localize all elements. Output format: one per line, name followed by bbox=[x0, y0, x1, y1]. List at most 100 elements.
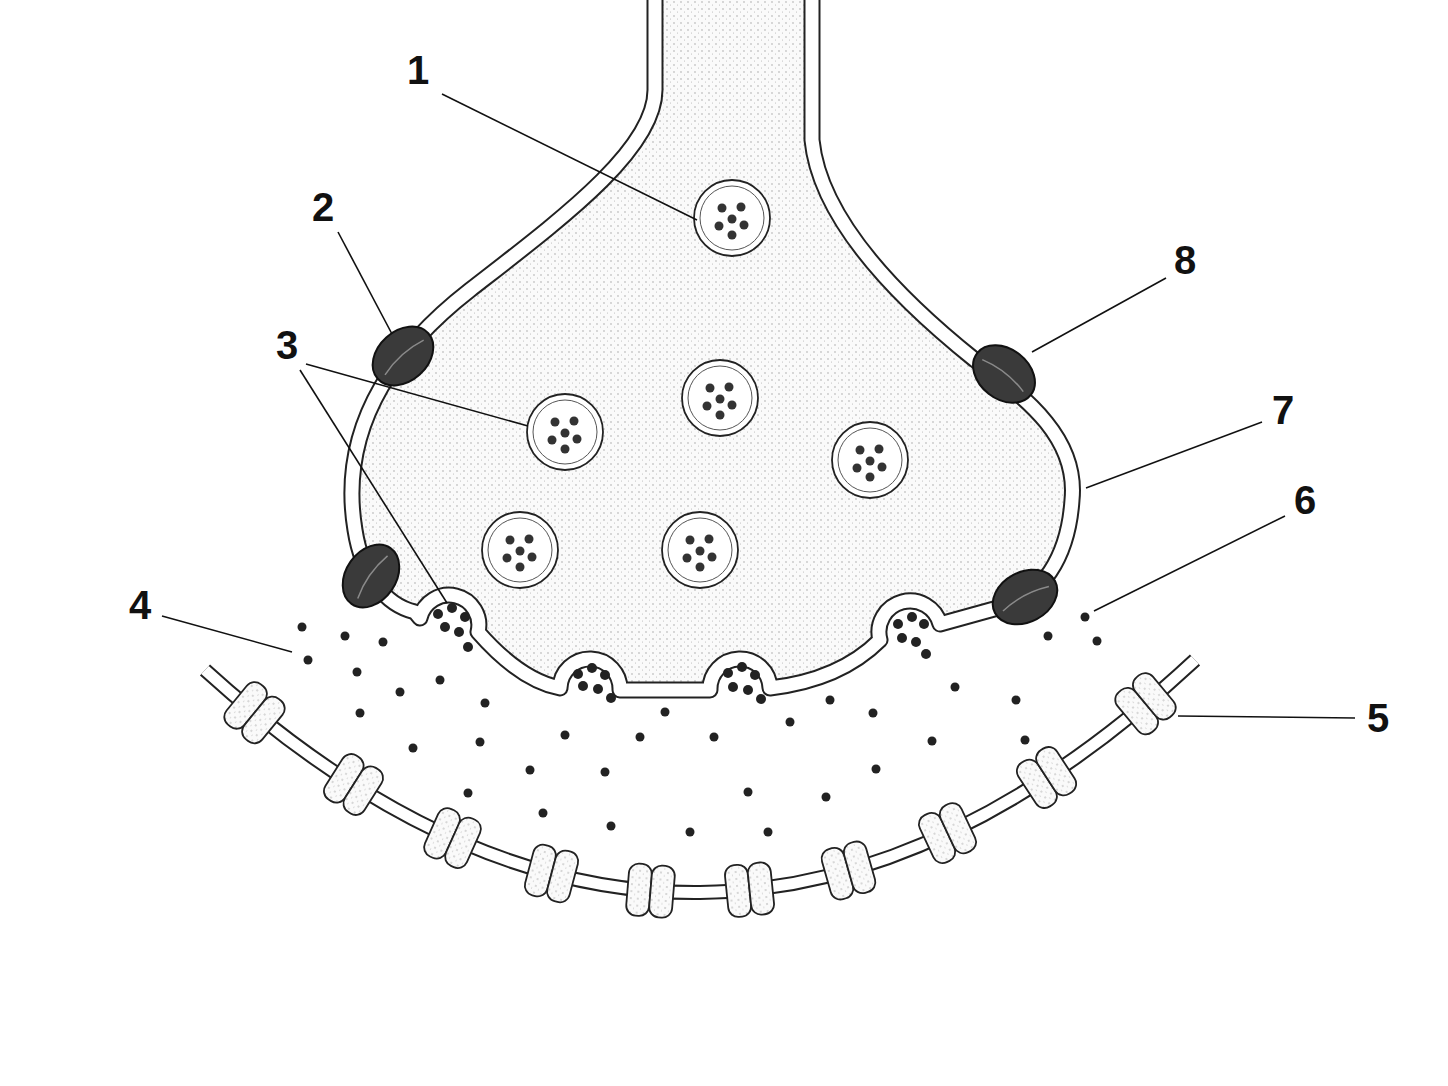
transmitter-dot bbox=[706, 384, 715, 393]
receptor-half bbox=[1032, 743, 1080, 799]
transmitter-dot bbox=[686, 828, 695, 837]
transmitter-dot bbox=[578, 681, 588, 691]
callout-number: 3 bbox=[276, 323, 298, 367]
transmitter-dot bbox=[921, 649, 931, 659]
transmitter-dot bbox=[725, 383, 734, 392]
leader-line bbox=[306, 364, 528, 426]
terminal-membrane-gap bbox=[352, 0, 1073, 690]
transmitter-dot bbox=[737, 203, 746, 212]
transmitter-dot bbox=[716, 395, 725, 404]
transmitter-dot bbox=[548, 436, 557, 445]
transmitter-dot bbox=[878, 463, 887, 472]
transmitter-dot bbox=[379, 638, 388, 647]
receptor bbox=[724, 862, 775, 918]
transmitter-dot bbox=[341, 632, 350, 641]
transmitter-dot bbox=[715, 222, 724, 231]
receptor bbox=[220, 678, 289, 747]
transmitter-dot bbox=[526, 766, 535, 775]
transmitter-dot bbox=[911, 637, 921, 647]
transmitter-dot bbox=[750, 670, 760, 680]
vesicle bbox=[832, 422, 908, 498]
vesicle bbox=[662, 512, 738, 588]
transmitter-dot bbox=[723, 668, 733, 678]
transmitter-dot bbox=[728, 682, 738, 692]
membrane-channel bbox=[983, 559, 1067, 635]
receptor-half bbox=[1129, 669, 1180, 724]
receptor-half bbox=[648, 865, 675, 919]
transmitter-dot bbox=[551, 418, 560, 427]
vesicle bbox=[527, 394, 603, 470]
transmitter-dot bbox=[593, 684, 603, 694]
transmitter-dot bbox=[463, 642, 473, 652]
leader-line bbox=[442, 94, 697, 220]
leader-line bbox=[1032, 278, 1166, 352]
transmitter-dot bbox=[869, 709, 878, 718]
transmitter-dot bbox=[718, 204, 727, 213]
transmitter-dot bbox=[433, 609, 443, 619]
transmitter-dot bbox=[409, 744, 418, 753]
transmitter-dot bbox=[866, 457, 875, 466]
vesicle-wall bbox=[700, 186, 764, 250]
callout-number: 7 bbox=[1272, 388, 1294, 432]
receptor-half bbox=[340, 763, 387, 819]
vesicle-wall bbox=[533, 400, 597, 464]
receptor-half bbox=[442, 814, 484, 871]
vesicle-wall bbox=[838, 428, 902, 492]
transmitter-dot bbox=[454, 627, 464, 637]
vesicle-wall bbox=[688, 366, 752, 430]
transmitter-dot bbox=[951, 683, 960, 692]
leader-line bbox=[338, 232, 392, 334]
membrane-channel bbox=[331, 534, 411, 618]
receptor bbox=[916, 800, 980, 867]
callout-number: 1 bbox=[407, 48, 429, 92]
transmitter-dot bbox=[304, 656, 313, 665]
transmitter-dot bbox=[606, 693, 616, 703]
channel-body bbox=[331, 534, 411, 618]
transmitter-dot bbox=[396, 688, 405, 697]
transmitter-dot bbox=[756, 694, 766, 704]
transmitter-dot bbox=[601, 768, 610, 777]
receptor-half bbox=[747, 862, 775, 916]
transmitter-dot bbox=[826, 696, 835, 705]
transmitter-dot bbox=[1081, 613, 1090, 622]
transmitter-dot bbox=[481, 699, 490, 708]
receptor bbox=[1013, 743, 1080, 812]
transmitter-dot bbox=[436, 676, 445, 685]
vesicle-wall bbox=[682, 360, 758, 436]
transmitter-dot bbox=[528, 553, 537, 562]
leader-line bbox=[1178, 716, 1355, 718]
transmitter-dot bbox=[683, 554, 692, 563]
transmitter-dot bbox=[1012, 696, 1021, 705]
transmitter-dot bbox=[476, 738, 485, 747]
transmitter-dot bbox=[561, 445, 570, 454]
transmitter-dot bbox=[875, 445, 884, 454]
vesicle-wall bbox=[832, 422, 908, 498]
receptor bbox=[625, 863, 675, 919]
leader-line bbox=[1094, 516, 1285, 611]
vesicle-wall bbox=[488, 518, 552, 582]
channel-pore bbox=[1001, 583, 1049, 611]
transmitter-dot bbox=[506, 536, 515, 545]
transmitter-dot bbox=[764, 828, 773, 837]
transmitter-dot bbox=[573, 435, 582, 444]
terminal-cytoplasm bbox=[352, 0, 1073, 690]
transmitter-dot bbox=[460, 612, 470, 622]
transmitter-dot bbox=[716, 411, 725, 420]
membrane-channel bbox=[962, 333, 1046, 414]
vesicle bbox=[694, 180, 770, 256]
transmitter-dot bbox=[516, 563, 525, 572]
transmitter-dot bbox=[856, 446, 865, 455]
callout-number: 6 bbox=[1294, 478, 1316, 522]
receptor-half bbox=[841, 839, 877, 895]
transmitter-dot bbox=[561, 731, 570, 740]
channel-body bbox=[361, 315, 445, 398]
transmitter-dot bbox=[298, 623, 307, 632]
transmitter-dot bbox=[728, 401, 737, 410]
transmitter-dot bbox=[703, 402, 712, 411]
transmitter-dot bbox=[686, 536, 695, 545]
vesicle-wall bbox=[694, 180, 770, 256]
channel-pore bbox=[982, 357, 1025, 392]
callout-number: 5 bbox=[1367, 696, 1389, 740]
